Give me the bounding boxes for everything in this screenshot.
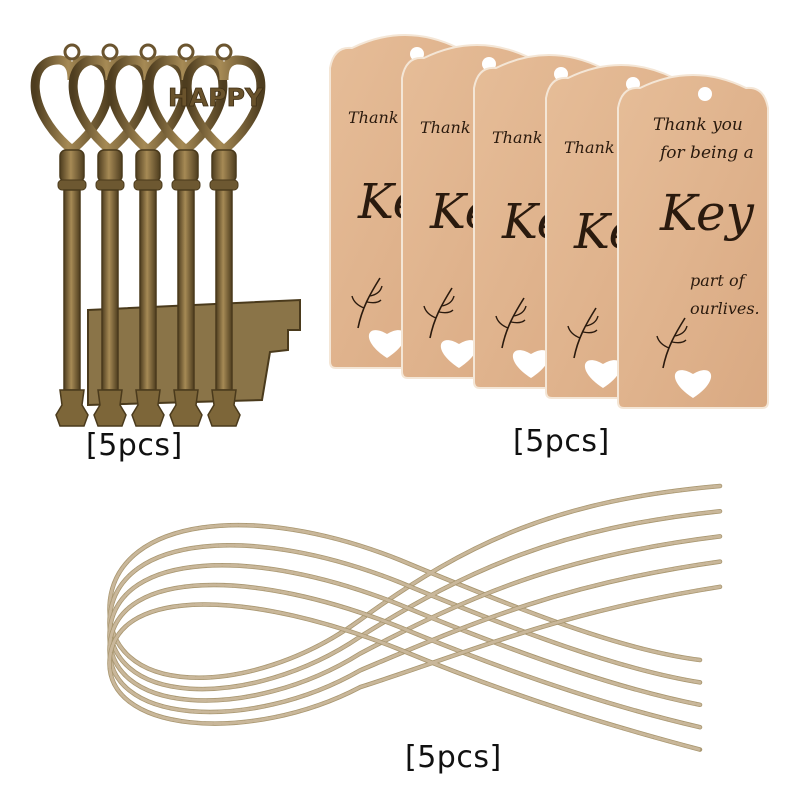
key-tip xyxy=(207,389,241,427)
tag-heart-cutout xyxy=(440,340,478,368)
key-collar xyxy=(135,149,161,183)
key-tip xyxy=(169,389,203,427)
key-ring-loop xyxy=(63,43,81,61)
tag-sprig-icon xyxy=(573,307,597,359)
key-collar-ring xyxy=(133,179,163,191)
twine-strand-fiber xyxy=(108,585,722,752)
key-collar xyxy=(59,149,85,183)
twine-strand-fiber xyxy=(108,560,722,729)
tags-quantity-label: [5pcs] xyxy=(513,424,610,459)
key-collar-ring xyxy=(95,179,125,191)
key-collar xyxy=(173,149,199,183)
tag-punch-hole xyxy=(698,87,712,101)
tag-heart-cutout xyxy=(368,330,406,358)
skeleton-key xyxy=(182,43,266,427)
tag-heart-cutout xyxy=(674,370,712,398)
twine-strand-shadow xyxy=(107,508,723,692)
tag-sprig-leaves xyxy=(351,285,383,309)
key-heart-bow xyxy=(182,55,266,156)
key-engraving-text: HAPPY xyxy=(168,83,264,112)
tag-sprig-icon xyxy=(357,277,381,329)
key-tip xyxy=(131,389,165,427)
twine-strand-fiber xyxy=(108,509,722,691)
key-collar-ring xyxy=(171,179,201,191)
tag-line-ourlives: ourlives. xyxy=(690,299,760,318)
key-collar-ring xyxy=(209,179,239,191)
key-tip xyxy=(93,389,127,427)
twine-strand xyxy=(107,508,723,692)
twine-strand xyxy=(107,534,723,708)
thank-you-tag xyxy=(617,74,769,409)
tag-heart-cutout xyxy=(512,350,550,378)
key-shaft xyxy=(101,189,119,391)
twine-strand xyxy=(107,483,723,680)
key-shaft xyxy=(63,189,81,391)
front-tag-text: Thank you for being a Key part of ourliv… xyxy=(653,115,760,318)
tag-line-for-being: for being a xyxy=(658,143,754,163)
twine-strand-fiber xyxy=(108,484,722,680)
key-collar xyxy=(97,149,123,183)
tag-heart-cutout xyxy=(584,360,622,388)
key-shaft xyxy=(139,189,157,391)
tag-sprig-icon xyxy=(662,317,686,369)
jute-twine-group xyxy=(107,483,723,752)
tag-sprig-leaves xyxy=(567,315,599,339)
tag-sprig-leaves xyxy=(423,295,455,319)
key-ring-loop xyxy=(101,43,119,61)
twine-quantity-label: [5pcs] xyxy=(405,740,502,775)
twine-strand xyxy=(107,559,723,730)
twine-strand xyxy=(107,584,723,752)
tag-sprig-leaves xyxy=(495,305,527,329)
thank-you-tags-group: Thank youKeyThank youKeyThank youKeyThan… xyxy=(329,34,769,409)
key-ring-loop xyxy=(139,43,157,61)
key-ring-loop xyxy=(177,43,195,61)
key-ring-loop xyxy=(215,43,233,61)
tag-sprig-leaves xyxy=(656,325,688,349)
tag-line-key: Key xyxy=(659,184,755,242)
tag-card xyxy=(617,74,769,409)
tag-line-part-of: part of xyxy=(690,271,748,290)
key-collar-ring xyxy=(57,179,87,191)
key-shaft xyxy=(177,189,195,391)
tag-sprig-icon xyxy=(501,297,525,349)
keys-quantity-label: [5pcs] xyxy=(86,428,183,463)
skeleton-keys-group xyxy=(30,43,301,427)
twine-strand-fiber xyxy=(108,534,722,707)
tag-line-thank-you: Thank you xyxy=(653,115,743,135)
key-shaft xyxy=(215,189,233,391)
key-tip xyxy=(55,389,89,427)
tag-sprig-icon xyxy=(429,287,453,339)
key-collar xyxy=(211,149,237,183)
